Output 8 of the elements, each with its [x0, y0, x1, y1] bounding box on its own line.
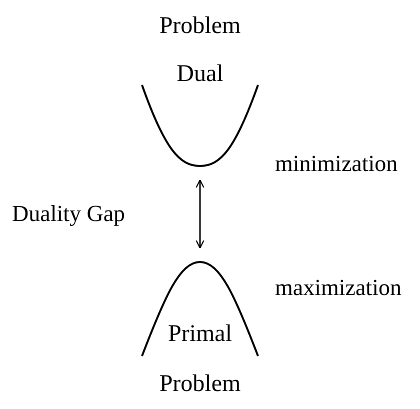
node-label: Problem — [159, 12, 241, 40]
text-label: maximization — [275, 274, 402, 302]
text-label: minimization — [275, 150, 398, 178]
node-label: Dual — [176, 60, 224, 88]
text-label: Duality Gap — [12, 200, 126, 228]
node-label: Primal — [168, 320, 232, 348]
double-arrow — [196, 179, 204, 249]
node-label: Problem — [159, 370, 241, 398]
